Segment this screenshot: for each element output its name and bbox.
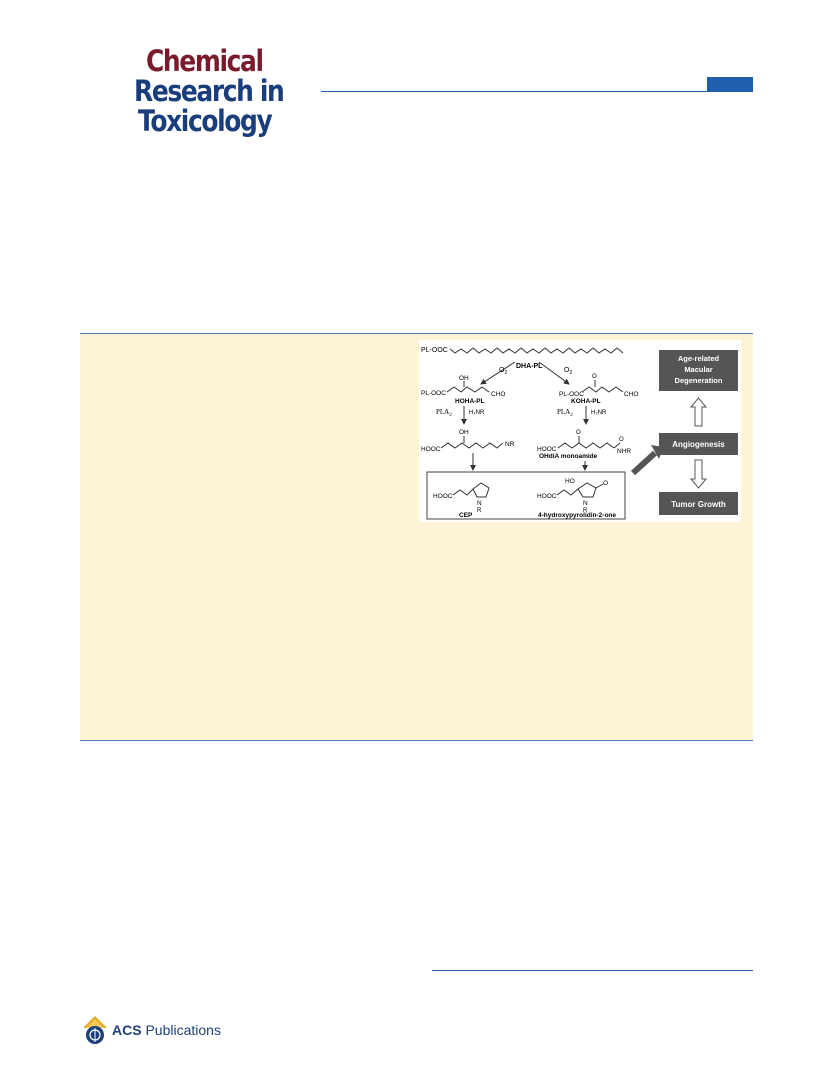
koha-pl-ooc-label: PL-OOC: [559, 391, 584, 398]
hoha-pl-structure: OH PL-OOC CHO HOHA-PL: [421, 375, 505, 405]
o2-left-label: O2: [499, 367, 507, 376]
publications-name: Publications: [141, 1022, 221, 1038]
lactam-structure: HO HOOC O N R 4-hydroxypyrolidin-2-one: [537, 478, 616, 519]
journal-logo: Chemical Research in Toxicology: [134, 44, 285, 138]
hoha-pl-ooc-label: PL-OOC: [421, 390, 446, 397]
header-tab: [707, 77, 753, 91]
o2-right-label: O2: [564, 367, 572, 376]
imine-hooc-label: HOOC: [421, 446, 441, 453]
pla2-left-label: PLA2: [436, 408, 452, 418]
lactam-hooc-label: HOOC: [537, 493, 557, 500]
amd-box: [659, 350, 738, 391]
big-arrow: [630, 450, 658, 476]
svg-text:O: O: [619, 437, 624, 443]
cep-label: CEP: [459, 512, 473, 519]
header-rule: [321, 91, 753, 92]
h2nr-left-label: H₂NR: [469, 410, 485, 416]
koha-cho-label: CHO: [624, 391, 638, 398]
angiogenesis-box: [659, 433, 738, 455]
amd-line-1: Age-related: [678, 354, 720, 363]
start-group-label: PL-OOC: [421, 347, 448, 354]
koha-pl-label: KOHA-PL: [571, 398, 601, 405]
ohdia-monoamide: HOOC O O NHR OHdiA monoamide: [537, 430, 631, 460]
amd-line-3: Degeneration: [675, 376, 723, 385]
lactam-label: 4-hydroxypyrolidin-2-one: [538, 512, 616, 519]
acs-publications-wordmark: ACS Publications: [112, 1022, 221, 1038]
hoha-oh-label: OH: [459, 375, 469, 382]
toc-graphic: PL-OOC DHA-PL O2 O2 OH PL-OOC CHO HOHA-P…: [419, 340, 741, 522]
angiogenesis-label: Angiogenesis: [672, 440, 725, 449]
h2nr-right-label: H₂NR: [591, 410, 607, 416]
cep-n-label: N: [477, 500, 482, 507]
up-arrow: [689, 397, 708, 427]
svg-text:O: O: [576, 430, 581, 436]
imine-intermediate: OH HOOC NR: [421, 429, 515, 453]
amide-hooc-label: HOOC: [537, 446, 557, 453]
cep-structure: HOOC N R CEP: [433, 482, 490, 519]
hoha-pl-label: HOHA-PL: [455, 398, 485, 405]
koha-pl-structure: PL-OOC O CHO KOHA-PL: [559, 374, 638, 405]
imine-nr-label: NR: [505, 441, 515, 448]
arrow-to-koha: [538, 361, 570, 385]
down-arrow: [689, 459, 708, 489]
pla2-right-label: PLA2: [557, 408, 573, 418]
amide-nhr-label: NHR: [617, 448, 631, 455]
acs-publications-logo-icon: [83, 1016, 107, 1044]
footer-rule: [432, 970, 753, 971]
hoha-cho-label: CHO: [491, 391, 505, 398]
journal-name-line-3: Toxicology: [138, 104, 273, 138]
imine-oh-label: OH: [459, 429, 469, 436]
svg-text:O: O: [592, 374, 597, 380]
journal-name-line-1: Chemical: [146, 44, 264, 78]
lactam-o-label: O: [603, 480, 608, 487]
amide-label: OHdiA monoamide: [539, 453, 598, 460]
journal-name-line-2: Research in: [134, 74, 285, 108]
amd-line-2: Macular: [684, 365, 712, 374]
product-box: [426, 471, 626, 520]
dha-pl-structure: PL-OOC DHA-PL: [421, 347, 624, 370]
tumor-label: Tumor Growth: [671, 500, 726, 509]
acs-name: ACS: [112, 1022, 142, 1038]
cep-r-label: R: [477, 508, 482, 514]
lactam-ho-label: HO: [565, 478, 575, 485]
lactam-r-label: R: [583, 508, 588, 514]
arrow-to-hoha: [480, 361, 516, 385]
cep-hooc-label: HOOC: [433, 493, 453, 500]
tumor-box: [659, 492, 738, 515]
lactam-n-label: N: [583, 500, 588, 507]
dha-pl-label: DHA-PL: [516, 363, 543, 370]
